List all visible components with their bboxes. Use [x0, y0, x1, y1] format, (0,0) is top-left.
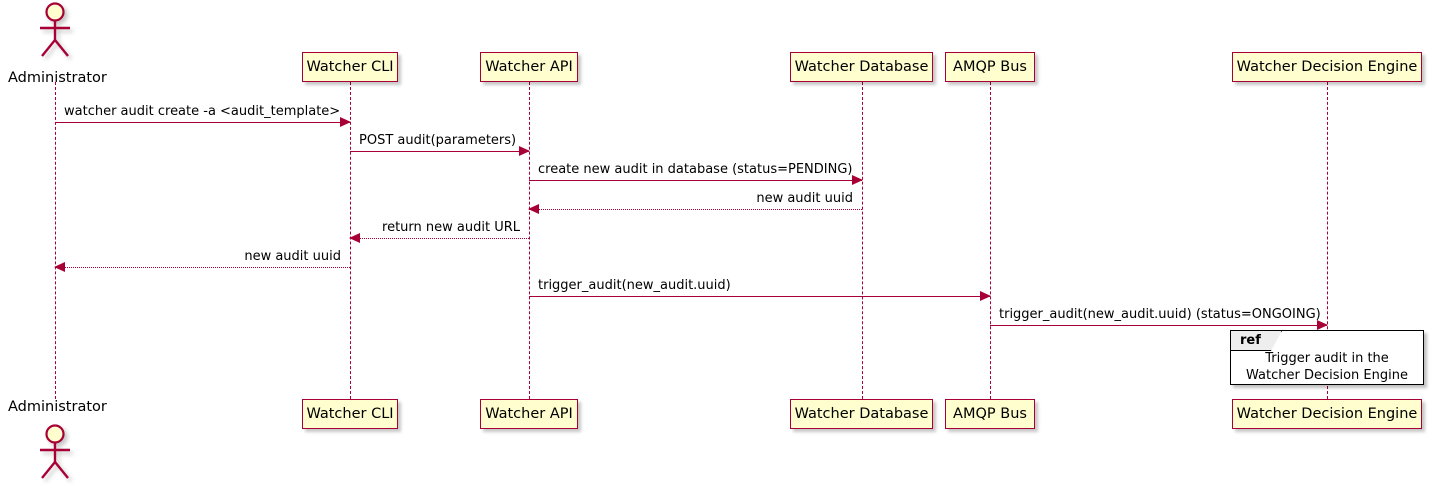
message-label: watcher audit create -a <audit_template> [64, 103, 341, 119]
participant-label: Watcher CLI [306, 58, 394, 75]
participant-label: Watcher Database [794, 58, 929, 75]
arrowhead-icon [349, 232, 360, 243]
arrowhead-icon [340, 116, 351, 127]
message-label: POST audit(parameters) [359, 132, 517, 148]
message-label: trigger_audit(new_audit.uuid) [538, 277, 731, 293]
message-label: new audit uuid [756, 190, 853, 206]
message-line [55, 122, 350, 123]
message-line [55, 267, 350, 268]
lifeline-api [528, 82, 530, 399]
message-line [529, 296, 990, 297]
message-label: trigger_audit(new_audit.uuid) (status=ON… [999, 306, 1321, 322]
participant-amqp-bottom[interactable]: AMQP Bus [945, 399, 1035, 429]
message-label: return new audit URL [382, 219, 520, 235]
participant-cli-bottom[interactable]: Watcher CLI [302, 399, 398, 429]
participant-wde-bottom[interactable]: Watcher Decision Engine [1232, 399, 1422, 429]
message-label: create new audit in database (status=PEN… [538, 161, 853, 177]
participant-label: Watcher Decision Engine [1236, 405, 1418, 422]
actor-admin-figure-bottom[interactable] [31, 424, 79, 480]
arrowhead-icon [852, 174, 863, 185]
ref-fragment-line: Trigger audit in the [1265, 351, 1389, 367]
arrowhead-icon [980, 290, 991, 301]
ref-fragment-line: Watcher Decision Engine [1246, 367, 1408, 383]
arrowhead-icon [528, 203, 539, 214]
participant-label: Watcher CLI [306, 405, 394, 422]
participant-db-bottom[interactable]: Watcher Database [790, 399, 933, 429]
arrowhead-icon [54, 261, 65, 272]
arrowhead-icon [1317, 319, 1328, 330]
message-line [529, 180, 862, 181]
participant-db-top[interactable]: Watcher Database [790, 52, 933, 82]
participant-label: Watcher Database [794, 405, 929, 422]
message-line [350, 151, 529, 152]
message-line [990, 325, 1327, 326]
participant-amqp-top[interactable]: AMQP Bus [945, 52, 1035, 82]
participant-label: Watcher API [485, 405, 573, 422]
lifeline-admin [54, 82, 56, 399]
ref-fragment-keyword: ref [1231, 331, 1282, 351]
message-line [350, 238, 529, 239]
participant-label: Watcher API [485, 58, 573, 75]
participant-cli-top[interactable]: Watcher CLI [302, 52, 398, 82]
arrowhead-icon [519, 145, 530, 156]
message-line [529, 209, 862, 210]
message-label: new audit uuid [244, 248, 341, 264]
actor-admin-label-bottom: Administrator [8, 399, 107, 415]
participant-api-bottom[interactable]: Watcher API [480, 399, 578, 429]
actor-admin-label-top: Administrator [8, 70, 107, 86]
lifeline-wde [1326, 82, 1328, 399]
participant-label: AMQP Bus [953, 58, 1027, 75]
participant-api-top[interactable]: Watcher API [480, 52, 578, 82]
participant-wde-top[interactable]: Watcher Decision Engine [1232, 52, 1422, 82]
actor-admin-figure-top[interactable] [31, 2, 79, 58]
lifeline-db [861, 82, 863, 399]
lifeline-amqp [989, 82, 991, 399]
participant-label: Watcher Decision Engine [1236, 58, 1418, 75]
participant-label: AMQP Bus [953, 405, 1027, 422]
